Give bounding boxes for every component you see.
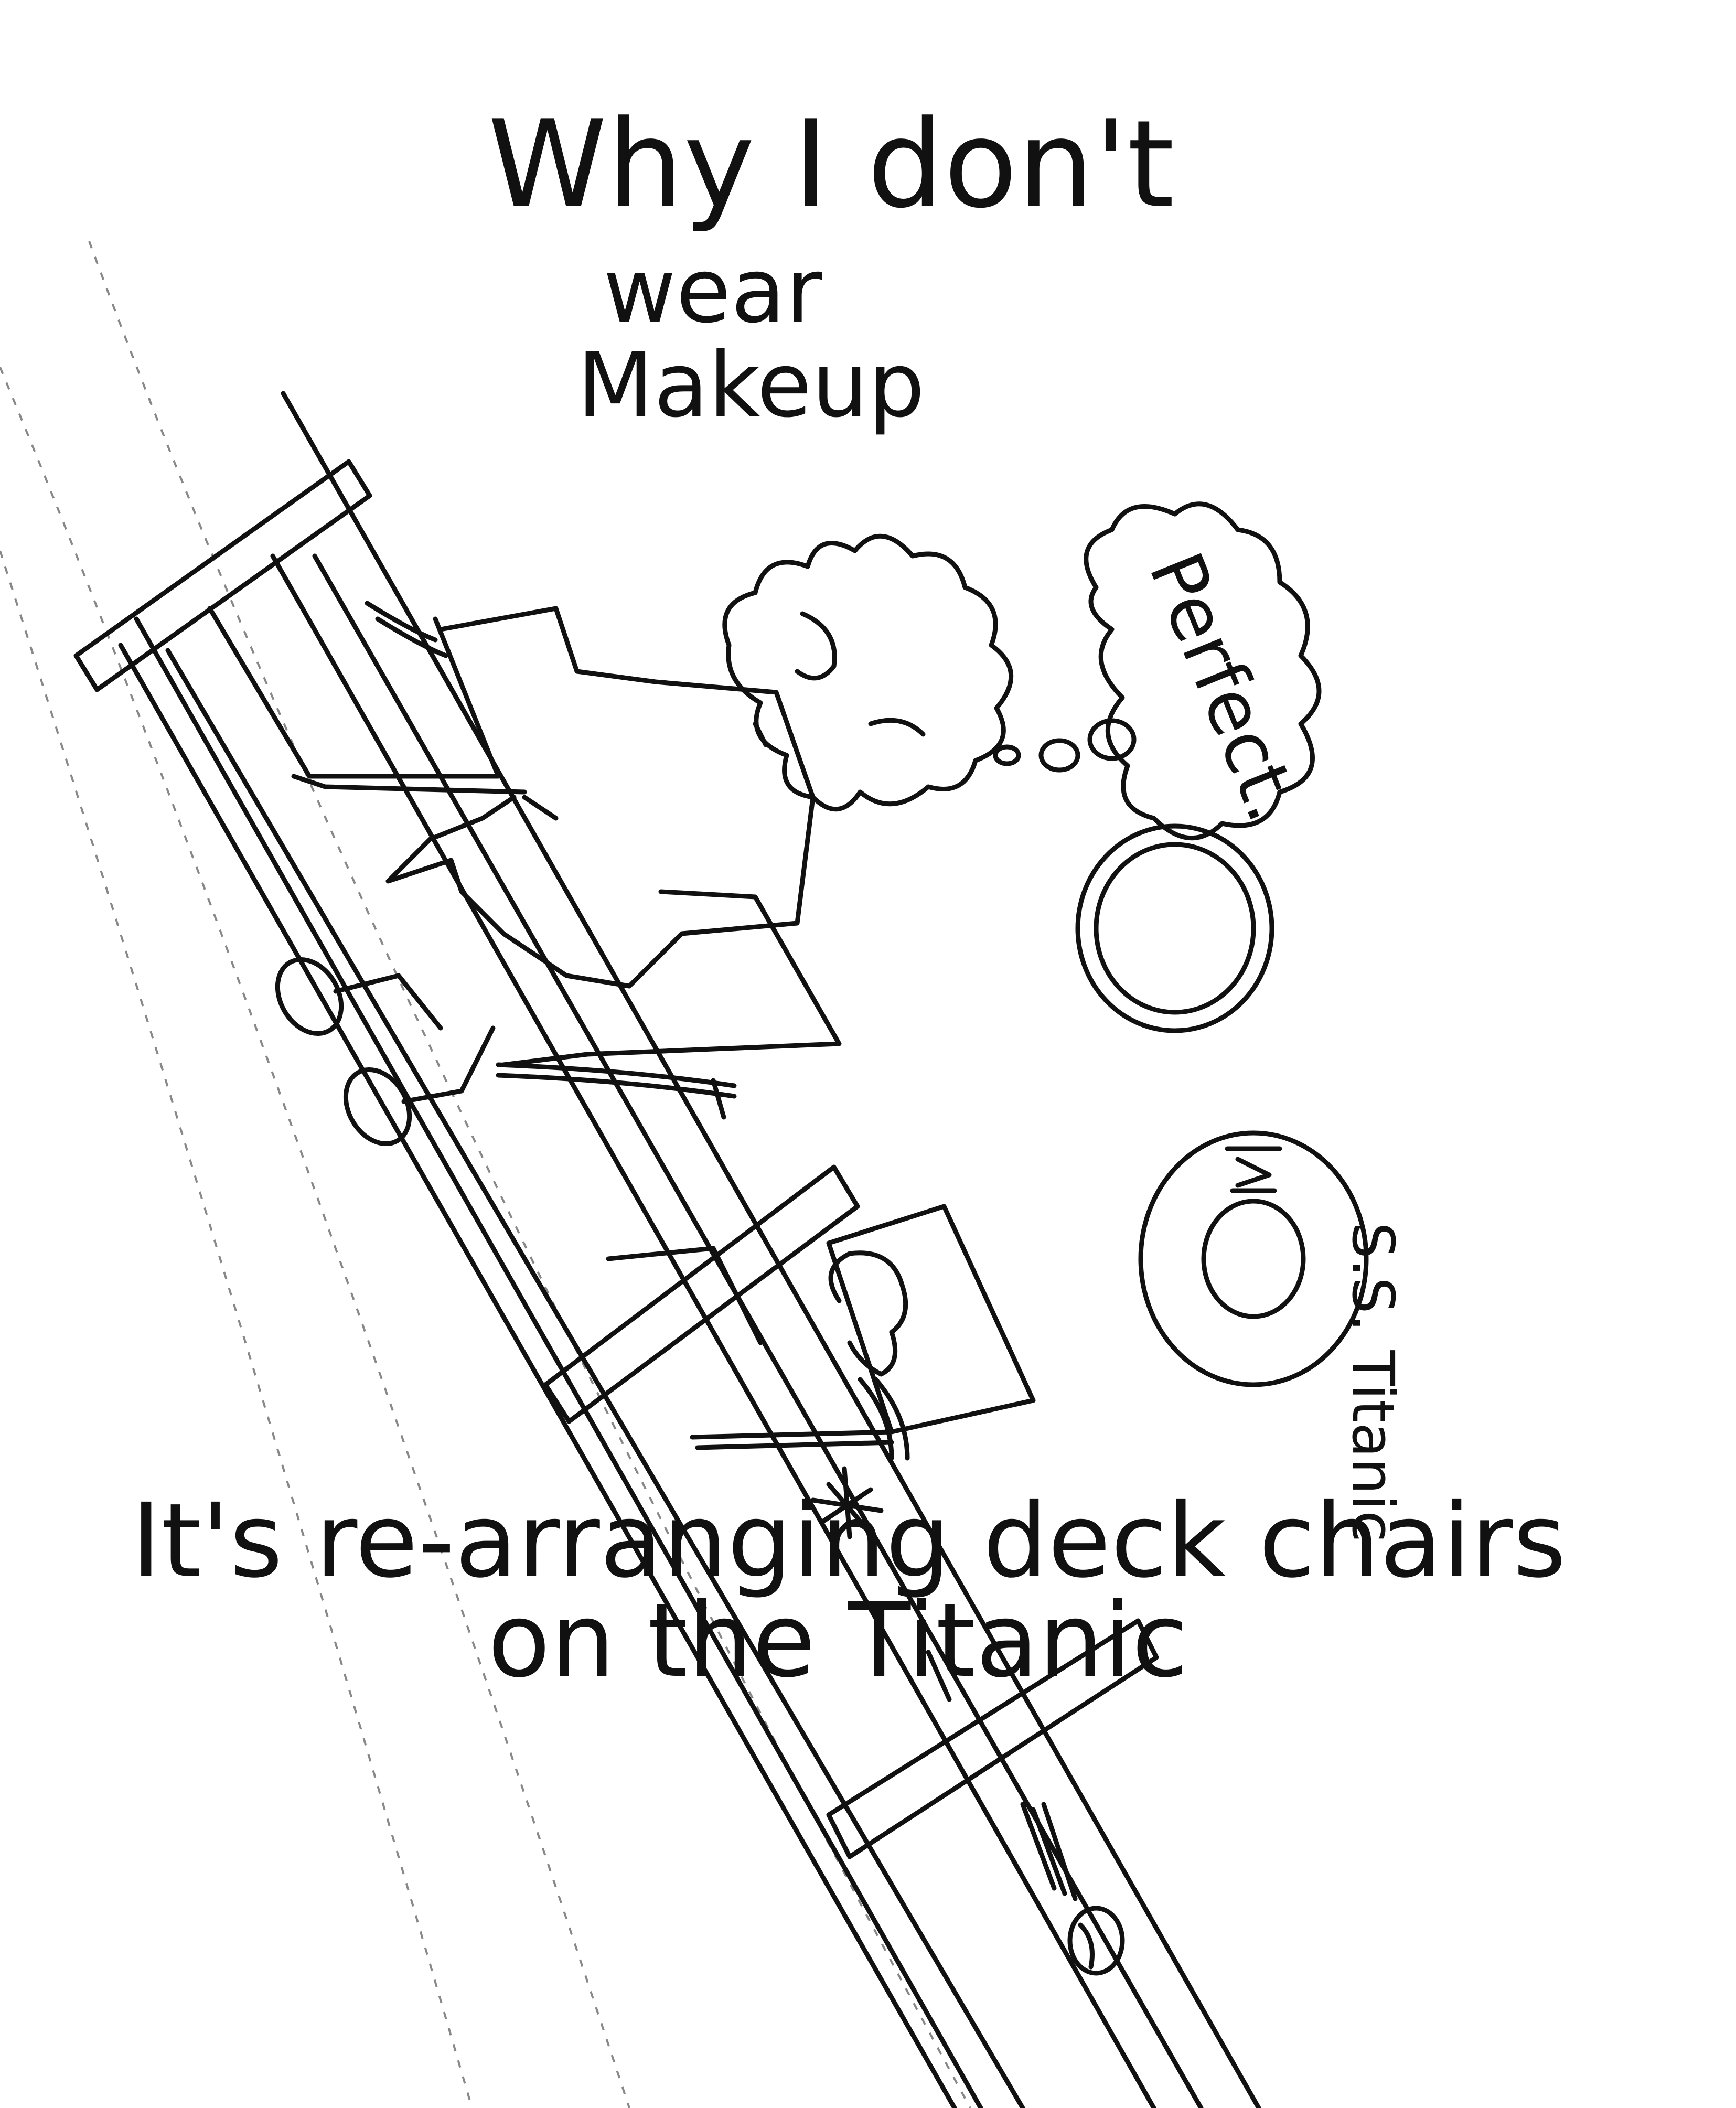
caption-line-2: on the Titanic xyxy=(488,1581,1188,1700)
deck-chair-top xyxy=(207,601,527,795)
thought-bubble-dots xyxy=(993,718,1137,773)
deck-chair-middle xyxy=(496,889,842,1120)
sunbathing-woman xyxy=(275,533,1014,1147)
deck-chair-bottom xyxy=(606,1204,1036,1450)
title-line-3: Makeup xyxy=(577,334,925,437)
porthole xyxy=(1075,823,1274,1033)
ship-deck-rails xyxy=(118,391,1261,2108)
deck-crossbeams xyxy=(73,459,1159,1859)
life-ring-text: S.S. Titanic xyxy=(1339,1222,1407,1542)
thought-bubble: Perfect. xyxy=(1084,501,1322,841)
title-line-1: Why I don't xyxy=(488,95,1175,235)
baseball xyxy=(926,1650,1125,1976)
title-line-2: wear xyxy=(603,239,822,343)
caption-line-1: It's re-arranging deck chairs xyxy=(131,1481,1567,1600)
life-ring: S.S. Titanic xyxy=(1138,1130,1407,1542)
impact-crack xyxy=(810,1466,884,1539)
thought-bubble-text: Perfect. xyxy=(1132,541,1316,833)
man-on-chair xyxy=(828,1250,910,1461)
